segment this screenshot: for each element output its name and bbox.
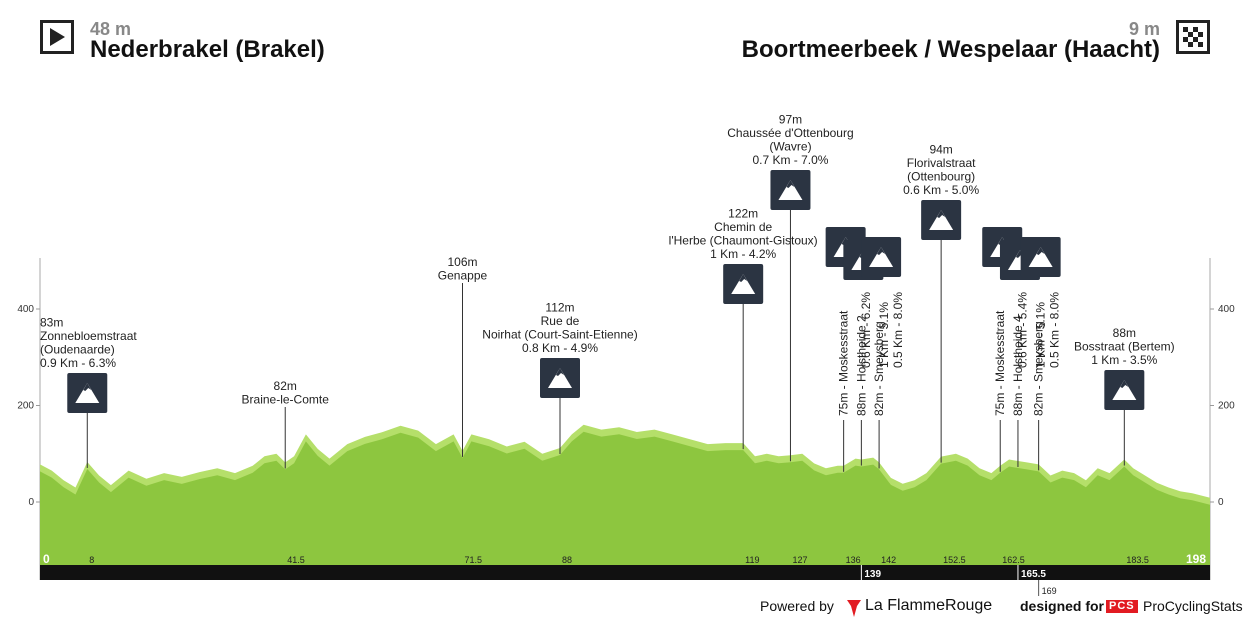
start-elevation: 48 m <box>90 19 132 39</box>
climb-label: Noirhat (Court-Saint-Etienne) <box>482 328 637 342</box>
km-label: 152.5 <box>943 555 966 565</box>
climb-label: 1 Km - 4.2% <box>710 247 776 261</box>
climb-label: Chaussée d'Ottenbourg <box>727 126 853 140</box>
climb-label: 0.9 Km - 6.3% <box>40 356 116 370</box>
y-tick-label-right: 0 <box>1218 497 1224 508</box>
climb-label: (Ottenbourg) <box>907 170 975 184</box>
finish-elevation: 9 m <box>1128 19 1160 39</box>
place-label: 106m <box>447 255 477 269</box>
climb-label: 94m <box>929 143 952 157</box>
climb-label: 0.6 Km - 5.0% <box>903 183 979 197</box>
km-label: 183.5 <box>1126 555 1149 565</box>
climb-label-vertical: 75m - Moskesstraat <box>837 310 851 416</box>
start-icon <box>40 20 74 54</box>
climb-label: 1 Km - 3.5% <box>1091 353 1157 367</box>
finish-flag-icon <box>1176 20 1210 54</box>
y-tick-label-left: 0 <box>28 497 34 508</box>
climb-label-vertical: 0.6 Km - 6.2% <box>859 292 873 368</box>
climb-label-vertical: 88m - Holstheide 4 <box>1011 315 1025 416</box>
km-label: 0 <box>43 552 50 566</box>
climb-label-vertical: 1 Km - 5.1% <box>877 302 891 368</box>
place-label: Genappe <box>438 269 488 283</box>
mountain-icon <box>861 237 902 277</box>
designed-for-label: designed for <box>1020 598 1105 614</box>
climb-label-vertical: 82m - Smeysberg <box>872 321 886 416</box>
y-tick-label-left: 200 <box>17 401 34 412</box>
stage-profile-chart: 0 0 200 200 400 400 0 8 41.5 71.5 88 119 127 136 142 15… <box>17 113 1235 596</box>
bar-km-label: 165.5 <box>1021 569 1046 580</box>
climb-label: Florivalstraat <box>907 156 976 170</box>
climb-label: 122m <box>728 207 758 221</box>
km-label: 198 <box>1186 552 1206 566</box>
km-label: 8 <box>89 555 94 565</box>
climb-label-vertical: 0.5 Km - 8.0% <box>891 292 905 368</box>
finish-town: Boortmeerbeek / Wespelaar (Haacht) <box>741 36 1160 63</box>
climb-label-vertical: 0.5 Km - 8.0% <box>1048 292 1062 368</box>
distance-bar <box>40 565 1210 580</box>
mountain-icon <box>1020 237 1061 277</box>
climb-label: 0.7 Km - 7.0% <box>752 153 828 167</box>
climb-label: Bosstraat (Bertem) <box>1074 340 1175 354</box>
km-label: 119 <box>745 555 759 565</box>
place-label: Braine-le-Comte <box>242 393 330 407</box>
y-tick-label-right: 200 <box>1218 401 1235 412</box>
powered-by-label: Powered by <box>760 598 834 614</box>
la-flamme-rouge-label: La FlammeRouge <box>865 597 993 614</box>
mountain-icon <box>540 358 580 398</box>
start-town: Nederbrakel (Brakel) <box>90 36 325 63</box>
mountain-icon <box>921 200 962 240</box>
km-label: 142 <box>881 555 896 565</box>
climb-label: Chemin de <box>714 220 772 234</box>
place-label: 82m <box>274 379 297 393</box>
km-label: 136 <box>846 555 861 565</box>
climb-label-vertical: 0.6 Km - 5.4% <box>1016 292 1030 368</box>
bar-km-label: 169 <box>1042 586 1057 596</box>
climb-label: Rue de <box>541 314 580 328</box>
pcs-logo: PCS <box>1106 600 1138 613</box>
climb-label: 97m <box>779 113 802 127</box>
y-tick-label-right: 400 <box>1218 304 1235 315</box>
mountain-icon <box>723 264 764 304</box>
climb-label: 83m <box>40 316 63 330</box>
climb-label: 112m <box>545 301 574 315</box>
profile-area <box>40 431 1210 565</box>
la-flamme-rouge-logo-icon <box>845 598 863 623</box>
climb-label: l'Herbe (Chaumont-Gistoux) <box>669 234 818 248</box>
mountain-icon <box>1104 370 1145 410</box>
climb-label-vertical: 88m - Holstheide 2 <box>854 315 868 416</box>
km-label: 71.5 <box>465 555 483 565</box>
procyclingstats-label: ProCyclingStats <box>1143 598 1243 614</box>
mountain-icon <box>67 373 108 413</box>
y-tick-label-left: 400 <box>17 304 34 315</box>
km-label: 127 <box>792 555 807 565</box>
km-label: 88 <box>562 555 572 565</box>
climb-label-vertical: 82m - Smeysberg <box>1032 321 1046 416</box>
climb-label: 88m <box>1113 326 1136 340</box>
climb-label: (Oudenaarde) <box>40 343 115 357</box>
km-label: 41.5 <box>287 555 305 565</box>
climb-label: (Wavre) <box>769 140 811 154</box>
climb-label: Zonnebloemstraat <box>40 329 137 343</box>
climb-label-vertical: 75m - Moskesstraat <box>993 310 1007 416</box>
km-label: 162.5 <box>1002 555 1025 565</box>
climb-label: 0.8 Km - 4.9% <box>522 341 598 355</box>
bar-km-label: 139 <box>864 569 881 580</box>
mountain-icon <box>770 170 811 210</box>
climb-label-vertical: 1 Km - 5.1% <box>1033 302 1047 368</box>
